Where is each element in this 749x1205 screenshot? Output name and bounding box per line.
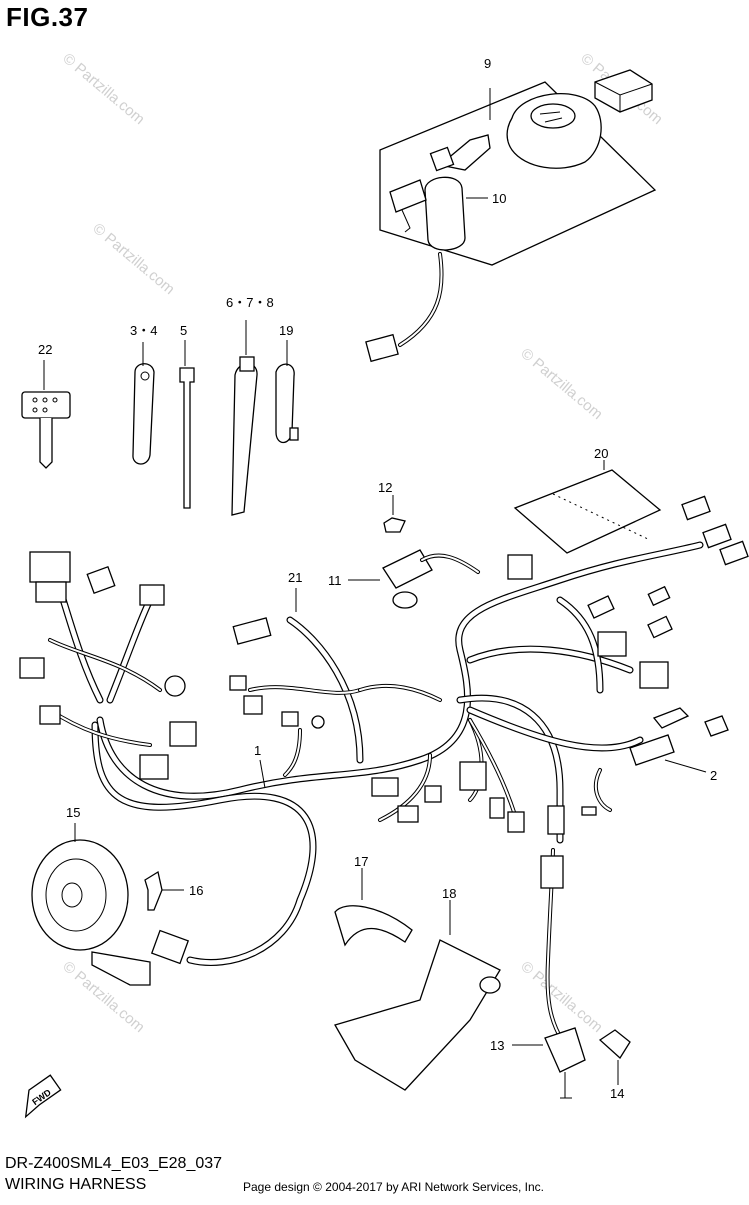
connector	[597, 631, 627, 657]
connector	[19, 657, 45, 679]
callout-label: 20	[594, 446, 608, 461]
callout-label: 21	[288, 570, 302, 585]
connector	[39, 705, 61, 725]
fuse	[704, 715, 729, 737]
cover-17	[334, 905, 413, 947]
watermark: © Partzilla.com	[517, 345, 605, 423]
ignition-switch-body	[424, 176, 466, 251]
sensor-13-body	[544, 1027, 586, 1073]
connector	[164, 675, 186, 697]
connector	[35, 581, 67, 603]
callout-label: 14	[610, 1086, 624, 1101]
callout-label: 5	[180, 323, 187, 338]
diagram-code: DR-Z400SML4_E03_E28_037	[5, 1155, 223, 1172]
connector	[139, 584, 165, 606]
clamp-6-7-8	[231, 363, 258, 516]
bolt-12	[383, 517, 406, 533]
key-head	[389, 179, 427, 213]
callout-label: 16	[189, 883, 203, 898]
connector	[243, 695, 263, 715]
protector-sheet	[513, 460, 662, 554]
watermark: © Partzilla.com	[517, 958, 605, 1036]
callout-label: 11	[328, 573, 342, 588]
sensor-13	[512, 848, 631, 1099]
band-5	[179, 367, 195, 509]
connector	[397, 805, 419, 823]
connector	[281, 711, 299, 727]
connector	[139, 754, 169, 780]
connector	[719, 540, 749, 566]
side-stand-switch	[348, 495, 480, 609]
callout-label: 9	[484, 56, 491, 71]
bolt-16	[144, 870, 163, 911]
lock-cylinder	[594, 69, 653, 113]
connector	[507, 811, 525, 833]
sensor-connector	[540, 855, 564, 889]
callout-label: 12	[378, 480, 392, 495]
horn-bracket	[91, 951, 151, 986]
key-blank-blade	[39, 418, 53, 469]
connector	[86, 566, 116, 594]
fuse-box	[629, 734, 675, 766]
key-blank-head	[21, 391, 71, 419]
copyright-credit: Page design © 2004-2017 by ARI Network S…	[243, 1180, 545, 1194]
fuel-cap	[506, 93, 602, 169]
connector	[587, 595, 615, 619]
bracket-18	[334, 939, 501, 1091]
connector	[547, 805, 565, 835]
connector	[681, 495, 711, 521]
diagram-heading: WIRING HARNESS	[5, 1176, 147, 1193]
fwd-arrow: FWD	[24, 1074, 62, 1119]
connector	[702, 523, 732, 549]
main-harness	[19, 495, 749, 966]
connector	[647, 615, 673, 639]
connector	[639, 661, 669, 689]
callout-label: 22	[38, 342, 52, 357]
callout-label: 6・7・8	[226, 295, 274, 310]
callout-label: 1	[254, 743, 261, 758]
bolt-14	[598, 1029, 631, 1060]
connector	[647, 585, 671, 607]
connector	[169, 721, 197, 747]
callout-label: 10	[492, 191, 506, 206]
connector	[424, 785, 442, 803]
clamp-3-4	[132, 363, 155, 465]
callout-label: 2	[710, 768, 717, 783]
loose-parts	[21, 320, 299, 516]
ignition-connector	[365, 333, 399, 363]
ring-terminal	[311, 715, 325, 729]
sheet-20	[513, 469, 662, 554]
callout-label: 17	[354, 854, 368, 869]
horn-assembly	[31, 839, 190, 986]
watermark: © Partzilla.com	[89, 220, 177, 298]
watermark: © Partzilla.com	[59, 50, 147, 128]
relay-holder	[652, 707, 690, 729]
callout-label: 13	[490, 1038, 504, 1053]
ignition-kit-outline	[379, 81, 657, 266]
connector	[459, 761, 487, 791]
switch-11-body	[382, 549, 433, 589]
callout-label: 15	[66, 805, 80, 820]
connector	[232, 617, 272, 645]
connector	[229, 675, 247, 691]
callout-labels: 1 2 3・4 5 6・7・8 9 10 11 12 13 14 15 16 1…	[38, 56, 717, 1101]
callout-label: 19	[279, 323, 293, 338]
ignition-switch-set	[365, 69, 657, 363]
figure-title: FIG.37	[6, 2, 89, 32]
connector	[489, 797, 505, 819]
connector	[371, 777, 399, 797]
covers	[334, 868, 501, 1091]
callout-label: 18	[442, 886, 456, 901]
connector	[29, 551, 71, 583]
connector	[507, 554, 533, 580]
leader-lines	[74, 588, 707, 842]
callout-label: 3・4	[130, 323, 157, 338]
